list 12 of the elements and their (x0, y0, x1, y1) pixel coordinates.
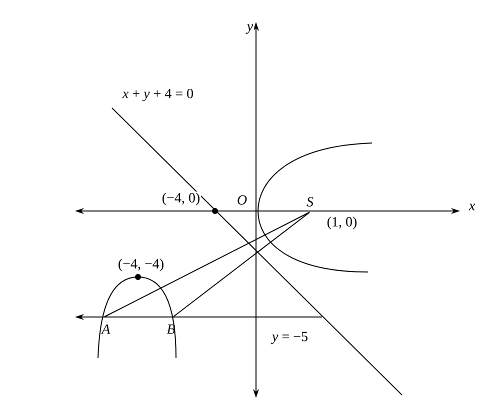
coordinate-label: (−4, 0) (160, 192, 202, 206)
coordinate-label: (−4, −4) (116, 258, 166, 272)
axis-label: y (246, 23, 254, 35)
axis-label: x (468, 202, 476, 212)
line-segment (104, 212, 310, 318)
equation-label: x + y + 4 = 0 (121, 88, 195, 102)
coordinate-label: (1, 0) (326, 216, 358, 230)
point-label: S (306, 197, 314, 206)
equation-label: y = −5 (270, 330, 309, 346)
line-segment (173, 212, 310, 318)
point-label: O (236, 194, 248, 206)
point-label: A (100, 324, 110, 334)
